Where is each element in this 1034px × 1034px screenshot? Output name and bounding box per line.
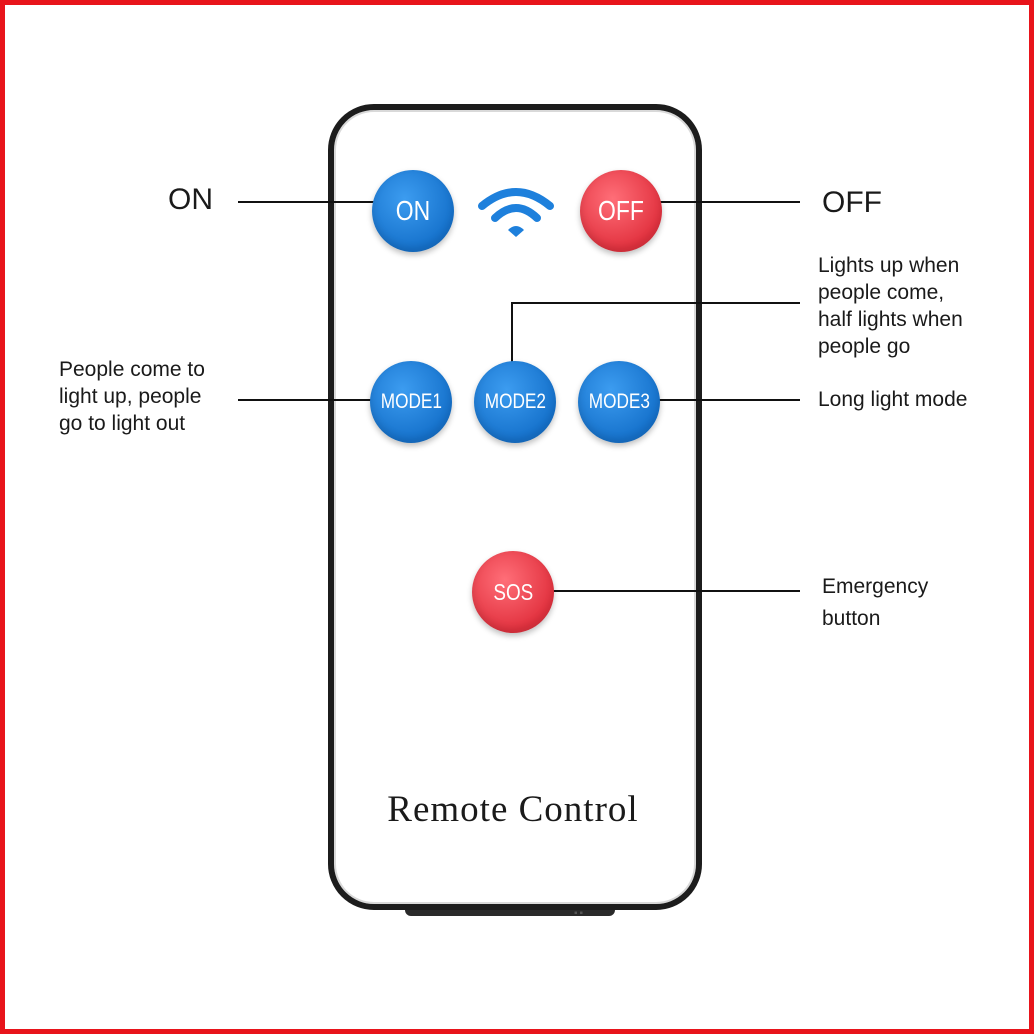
leader-line-mode3 [640, 399, 800, 401]
callout-on: ON [168, 183, 213, 216]
mode2-button[interactable]: MODE2 [474, 361, 556, 443]
callout-sos-line: Emergency [822, 575, 929, 598]
callout-off: OFF [822, 186, 882, 219]
remote-bottom-dots: ▪▪ [574, 908, 586, 919]
leader-line-on [238, 201, 398, 203]
callout-mode2-line: Lights up when [818, 254, 960, 277]
callout-mode1-line: light up, people [59, 385, 202, 408]
callout-mode1: People come to light up, people go to li… [59, 356, 205, 437]
on-button-label: ON [395, 195, 431, 226]
mode1-button-label: MODE1 [380, 390, 442, 413]
remote-control-title: Remote Control [387, 789, 639, 830]
off-button[interactable]: OFF [580, 170, 662, 252]
leader-line-mode2-vertical [511, 303, 513, 373]
sos-button[interactable]: SOS [472, 551, 554, 633]
callout-mode2-line: half lights when [818, 308, 963, 331]
mode2-button-label: MODE2 [484, 390, 546, 413]
mode3-button[interactable]: MODE3 [578, 361, 660, 443]
callout-sos: Emergency button [822, 571, 928, 635]
sos-button-label: SOS [493, 578, 533, 605]
callout-mode1-line: People come to [59, 358, 205, 381]
mode1-button[interactable]: MODE1 [370, 361, 452, 443]
wifi-icon [478, 188, 554, 237]
leader-line-mode2-horizontal [511, 302, 800, 304]
leader-line-mode1 [238, 399, 398, 401]
mode3-button-label: MODE3 [588, 390, 650, 413]
on-button[interactable]: ON [372, 170, 454, 252]
callout-mode1-line: go to light out [59, 412, 186, 435]
leader-line-off [640, 201, 800, 203]
callout-mode2-line: people come, [818, 281, 945, 304]
off-button-label: OFF [598, 195, 644, 226]
callout-mode2: Lights up when people come, half lights … [818, 252, 963, 360]
callout-mode3: Long light mode [818, 388, 968, 411]
callout-sos-line: button [822, 607, 881, 630]
callout-mode2-line: people go [818, 335, 911, 358]
leader-line-sos [530, 590, 800, 592]
